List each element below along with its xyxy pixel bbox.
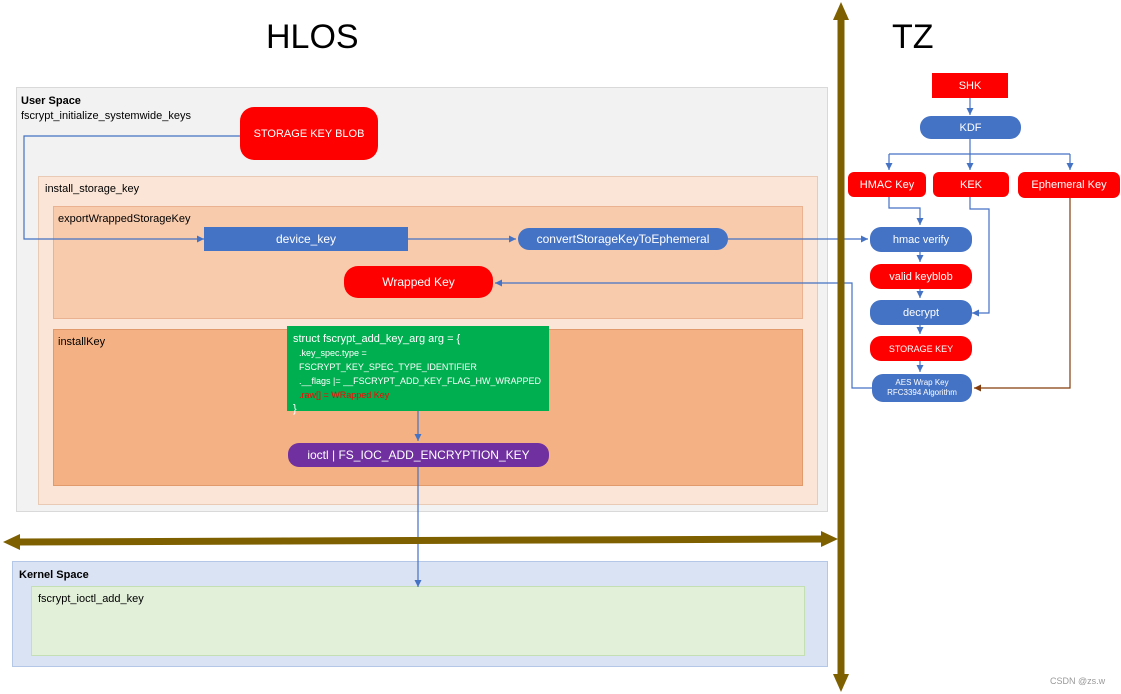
storage-key-box: STORAGE KEY: [870, 336, 972, 361]
ioctl-box: ioctl | FS_IOC_ADD_ENCRYPTION_KEY: [288, 443, 549, 467]
kernel-function-label: fscrypt_ioctl_add_key: [38, 593, 144, 605]
export-wrapped-storage-key-region: [53, 206, 803, 319]
watermark: CSDN @zs.w: [1050, 676, 1106, 686]
vertical-divider-arrow-top: [833, 2, 849, 20]
blob-to-device-key-connector: [23, 135, 240, 243]
valid-keyblob-box: valid keyblob: [870, 264, 972, 289]
device-key-box: device_key: [204, 227, 408, 251]
hlos-title: HLOS: [266, 18, 359, 56]
horizontal-divider-arrow-left: [3, 534, 20, 550]
struct-line-flags: .__flags |= __FSCRYPT_ADD_KEY_FLAG_HW_WR…: [299, 376, 542, 386]
aes-wrap-line1: AES Wrap Key: [895, 378, 949, 387]
user-space-label: User Space: [21, 95, 81, 107]
hmac-verify-box: hmac verify: [870, 227, 972, 252]
shk-box: SHK: [932, 73, 1008, 98]
struct-line-declaration: struct fscrypt_add_key_arg arg = {: [293, 333, 461, 345]
storage-key-blob-box: STORAGE KEY BLOB: [240, 107, 378, 160]
install-storage-key-label: install_storage_key: [45, 183, 140, 195]
convert-to-ephemeral-box: convertStorageKeyToEphemeral: [518, 228, 728, 250]
wrapped-key-box: Wrapped Key: [344, 266, 493, 298]
ephemeral-to-aes-connector: [974, 197, 1071, 392]
ephemeral-key-box: Ephemeral Key: [1018, 172, 1120, 198]
vertical-divider-arrow-bottom: [833, 674, 849, 692]
kernel-space-label: Kernel Space: [19, 569, 89, 581]
install-key-label: installKey: [58, 336, 106, 348]
hmac-key-box: HMAC Key: [848, 172, 926, 197]
aes-wrap-to-wrapped-key-connector: [495, 279, 872, 389]
horizontal-divider-arrow-right: [821, 531, 838, 547]
struct-line-close: }: [293, 403, 297, 415]
kdf-box: KDF: [920, 116, 1021, 139]
hmac-key-to-verify-connector: [888, 197, 924, 225]
decrypt-box: decrypt: [870, 300, 972, 325]
struct-line-raw: .raw[] = WRapped Key: [299, 390, 390, 400]
aes-wrap-box: AES Wrap Key RFC3394 Algorithm: [872, 374, 972, 402]
systemwide-keys-function-label: fscrypt_initialize_systemwide_keys: [21, 110, 191, 122]
export-wrapped-storage-key-label: exportWrappedStorageKey: [58, 213, 191, 225]
kek-to-decrypt-connector: [969, 197, 990, 317]
add-key-arg-struct-box: struct fscrypt_add_key_arg arg = { .key_…: [287, 326, 549, 415]
struct-line-key-spec: .key_spec.type = FSCRYPT_KEY_SPEC_TYPE_I…: [299, 348, 477, 372]
tz-title: TZ: [892, 18, 934, 56]
kek-box: KEK: [933, 172, 1009, 197]
aes-wrap-line2: RFC3394 Algorithm: [887, 388, 957, 397]
